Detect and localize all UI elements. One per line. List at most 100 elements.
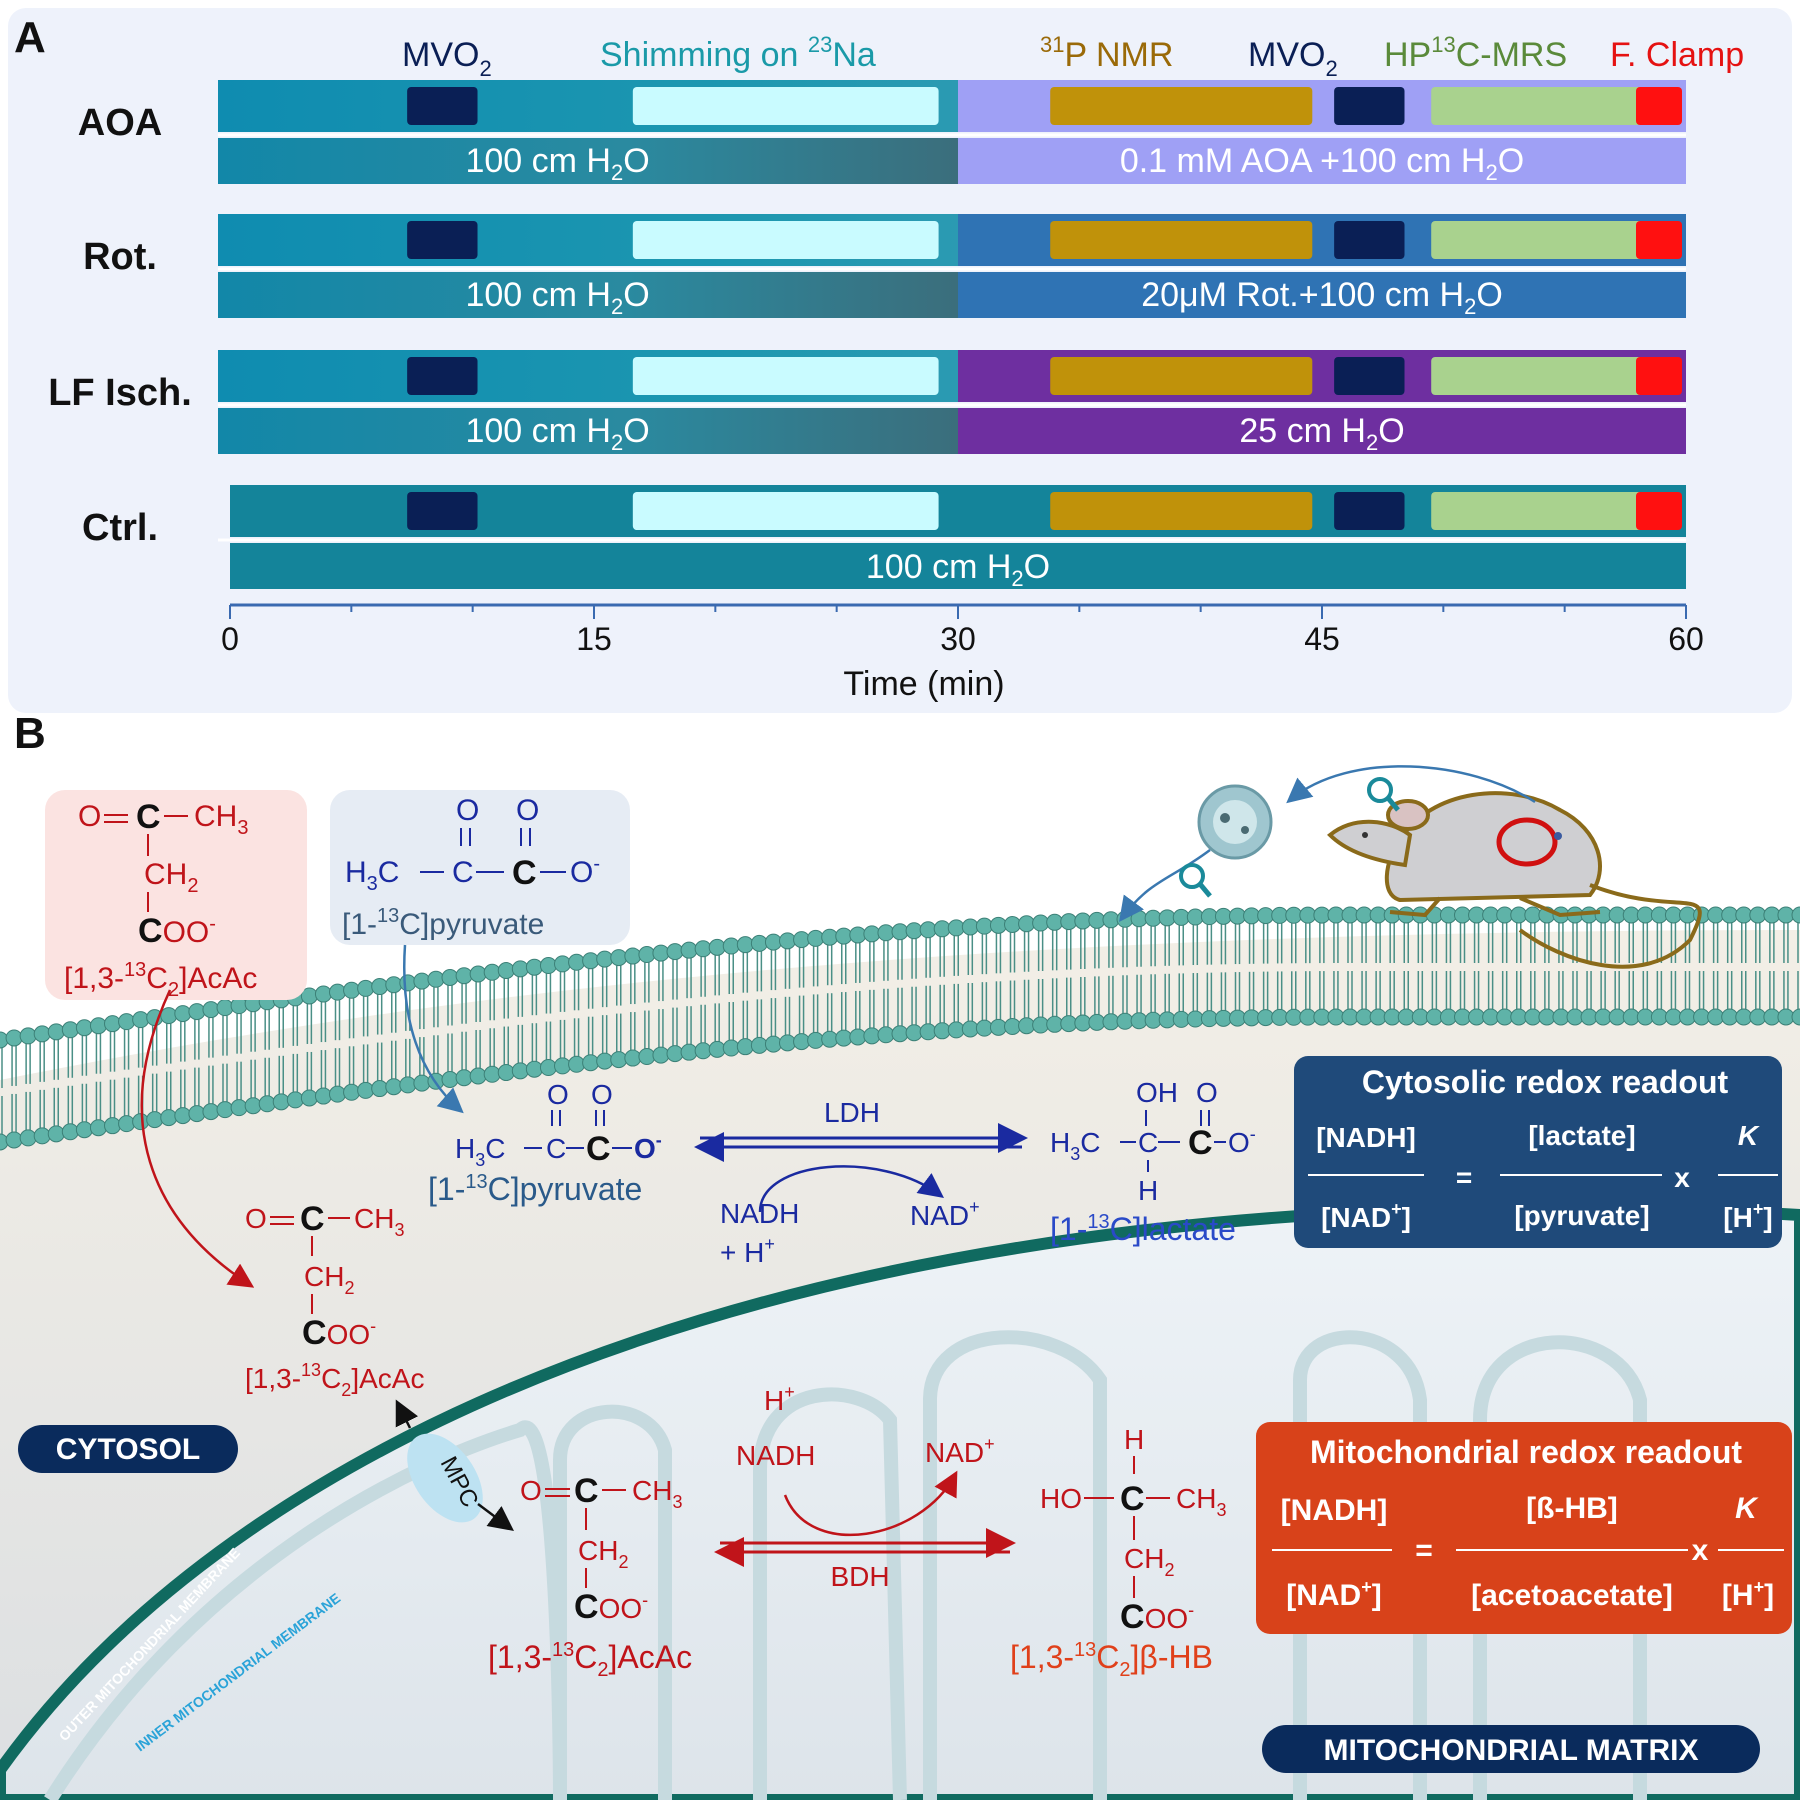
svg-text:C: C: [136, 798, 161, 836]
svg-text:[1,3-13C2]AcAc: [1,3-13C2]AcAc: [245, 1360, 424, 1400]
svg-text:[NADH]: [NADH]: [1316, 1122, 1416, 1153]
lipid-head: [779, 932, 796, 950]
mvo2-block-2: [1334, 87, 1405, 125]
svg-text:x: x: [1674, 1162, 1690, 1193]
post-condition-label: 25 cm H2O: [1239, 412, 1404, 455]
lipid-head: [652, 944, 670, 962]
lipid-head: [455, 967, 473, 985]
pre-condition-label: 100 cm H2O: [465, 142, 649, 185]
lipid-head: [497, 1064, 515, 1082]
lipid-head: [525, 958, 543, 976]
svg-text:C: C: [452, 856, 474, 889]
lane-pre-bottom: [218, 138, 958, 184]
matrix-label: MITOCHONDRIAL MATRIX: [1324, 1734, 1699, 1767]
svg-text:COO-: COO-: [574, 1588, 648, 1626]
lipid-head: [230, 1099, 248, 1117]
mvo2-block-1: [407, 221, 478, 259]
svg-text:H3C: H3C: [345, 856, 399, 895]
hp-13c-mrs-block: [1431, 87, 1653, 125]
svg-text:O-: O-: [634, 1130, 662, 1164]
lipid-head: [483, 963, 501, 981]
svg-text:=: =: [1415, 1534, 1433, 1567]
svg-text:CH2: CH2: [304, 1261, 354, 1298]
pyruvate-uptake-arrow: [403, 944, 464, 1114]
lipid-head: [989, 916, 1007, 934]
lipid-head: [1791, 1008, 1800, 1026]
31p-nmr-block: [1050, 357, 1313, 395]
lipid-head: [385, 1078, 403, 1096]
axis-tick-label: 60: [1668, 621, 1704, 657]
lipid-head: [582, 1054, 600, 1072]
svg-text:[1-13C]pyruvate: [1-13C]pyruvate: [428, 1171, 642, 1207]
svg-text:O: O: [547, 1079, 569, 1110]
pyruvate-top-box: [330, 790, 630, 945]
shimming-block: [632, 87, 939, 125]
lipid-head: [19, 1129, 37, 1147]
svg-text:[acetoacetate]: [acetoacetate]: [1471, 1579, 1673, 1612]
hp-13c-mrs-block: [1431, 221, 1653, 259]
lipid-head: [314, 985, 332, 1003]
svg-text:[NAD+]: [NAD+]: [1286, 1577, 1382, 1612]
crista-2: [753, 1387, 907, 1800]
lipid-head: [722, 1039, 740, 1057]
svg-text:CH2: CH2: [144, 858, 198, 897]
cytosol-badge: [18, 1425, 238, 1473]
row-label: Rot.: [83, 236, 157, 278]
lipid-head: [202, 1103, 220, 1121]
timeline-legend: MVO2 Shimming on 23Na 31P NMR MVO2 HP13C…: [402, 32, 1744, 81]
svg-text:=: =: [1456, 1162, 1472, 1193]
lipid-head: [343, 1083, 361, 1101]
lipid-head: [441, 1071, 459, 1088]
lipid-head: [272, 1093, 290, 1111]
zoom-arrow-cell-to-membrane: [1119, 848, 1211, 923]
legend-mvo2-second: MVO2: [1248, 36, 1338, 81]
cytosol-label: CYTOSOL: [56, 1433, 200, 1466]
svg-text:[1,3-13C2]AcAc: [1,3-13C2]AcAc: [64, 959, 257, 1001]
svg-text:C: C: [300, 1200, 325, 1238]
lipid-head: [104, 1117, 121, 1135]
lipid-head: [216, 1101, 234, 1119]
lipid-head: [624, 1049, 642, 1067]
acac-top-structure: O C CH3 CH2 COO- [1,3-13C2]AcAc: [64, 798, 257, 1001]
ldh-nad: NAD+: [910, 1197, 980, 1231]
lipid-head: [399, 1076, 417, 1094]
lipid-head: [666, 943, 684, 961]
svg-text:CH3: CH3: [194, 800, 248, 839]
svg-text:CH3: CH3: [632, 1475, 682, 1512]
svg-text:C: C: [1188, 1124, 1213, 1162]
lipid-head: [329, 983, 346, 1001]
lipid-head: [877, 924, 895, 942]
svg-text:C: C: [1120, 1480, 1145, 1518]
lipid-head: [975, 917, 993, 935]
lipid-head: [919, 1023, 937, 1041]
shimming-block: [632, 221, 939, 259]
lipid-head: [5, 1131, 23, 1149]
axis-tick-label: 30: [940, 621, 976, 657]
lipid-head: [61, 1021, 79, 1039]
svg-text:C: C: [586, 1130, 611, 1168]
lipid-head: [33, 1127, 51, 1145]
31p-nmr-block: [1050, 492, 1313, 530]
svg-text:[pyruvate]: [pyruvate]: [1514, 1200, 1649, 1231]
lipid-head: [371, 978, 389, 996]
shimming-block: [632, 357, 939, 395]
lipid-head: [863, 1027, 881, 1045]
lipid-head: [835, 927, 853, 945]
lipid-head: [933, 1022, 951, 1040]
mito-readout-title: Mitochondrial redox readout: [1310, 1434, 1742, 1470]
mvo2-block-1: [407, 357, 478, 395]
lipid-head: [357, 979, 375, 997]
svg-text:C: C: [1138, 1127, 1158, 1158]
svg-text:H: H: [1138, 1175, 1158, 1206]
rat-head: [1327, 819, 1413, 868]
lipid-head: [863, 925, 881, 943]
cyto-readout-title: Cytosolic redox readout: [1362, 1064, 1729, 1100]
lipid-head: [174, 1005, 192, 1023]
lane-post-bottom: [958, 408, 1686, 454]
zoom-arrow-rat-to-cell: [1286, 765, 1536, 804]
lipid-head: [19, 1027, 37, 1045]
bdh-reaction: H+ NADH NAD+ BDH: [714, 1382, 1016, 1592]
